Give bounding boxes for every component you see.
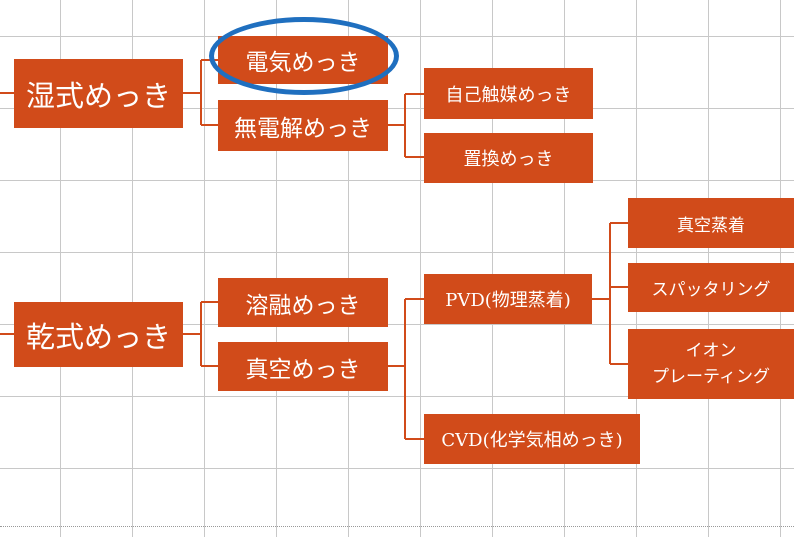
connector-wet-children — [183, 59, 218, 126]
connector-pvd-children — [592, 222, 628, 365]
node-ion-plating: イオン プレーティング — [628, 329, 794, 399]
node-dry-plating: 乾式めっき — [14, 302, 183, 367]
ion-plating-line-1: イオン — [685, 340, 737, 361]
connector-vacuum-children — [388, 298, 424, 440]
node-vacuum-plating: 真空めっき — [218, 342, 388, 391]
highlight-ellipse — [209, 17, 399, 95]
page-boundary-dotted-line — [0, 526, 794, 527]
node-pvd: PVD(物理蒸着) — [424, 274, 592, 324]
node-electroless-plating: 無電解めっき — [218, 100, 388, 151]
node-sputtering: スパッタリング — [628, 263, 794, 312]
ion-plating-line-2: プレーティング — [652, 367, 770, 387]
node-hotdip-plating: 溶融めっき — [218, 278, 388, 327]
connector-electroless-children — [388, 93, 424, 158]
node-displacement-plating: 置換めっき — [424, 133, 593, 183]
connector-dry-children — [183, 301, 218, 367]
node-autocatalytic-plating: 自己触媒めっき — [424, 68, 593, 119]
node-cvd: CVD(化学気相めっき) — [424, 414, 640, 464]
node-wet-plating: 湿式めっき — [14, 59, 183, 128]
node-vacuum-evaporation: 真空蒸着 — [628, 198, 794, 248]
